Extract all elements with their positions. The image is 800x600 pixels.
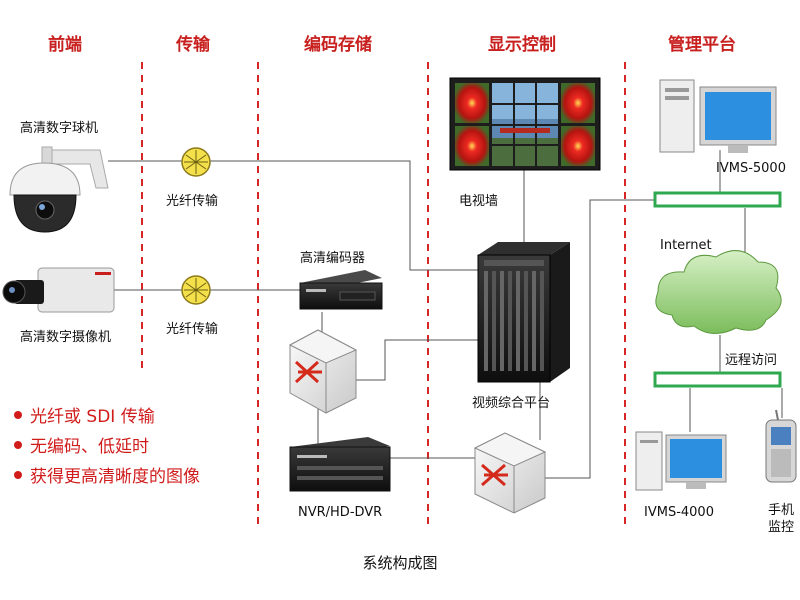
lan-bar-bottom — [653, 371, 782, 388]
label-hd-dome-camera: 高清数字球机 — [20, 121, 99, 136]
column-header-display-control: 显示控制 — [488, 35, 556, 55]
hd-encoder-icon — [299, 270, 383, 310]
label-ivms4000: IVMS-4000 — [644, 505, 714, 520]
column-header-frontend: 前端 — [48, 35, 82, 55]
ivms4000-workstation-icon — [635, 431, 727, 491]
box-camera-icon — [2, 267, 115, 313]
switch-icon-1 — [288, 329, 358, 414]
column-header-management: 管理平台 — [668, 35, 736, 55]
label-ivms5000: IVMS-5000 — [716, 161, 786, 176]
bullet-icon — [14, 411, 22, 419]
figure-caption: 系统构成图 — [362, 554, 438, 572]
fiber-node-icon-1 — [181, 147, 211, 177]
feature-item-3: 获得更高清晰度的图像 — [14, 462, 200, 487]
feature-item-1: 光纤或 SDI 传输 — [14, 402, 155, 427]
bullet-icon — [14, 471, 22, 479]
label-mobile-line1: 手机 — [768, 503, 795, 518]
video-wall-icon — [449, 77, 601, 171]
feature-item-2: 无编码、低延时 — [14, 432, 149, 457]
ivms5000-workstation-icon — [659, 79, 777, 153]
feature-text: 无编码、低延时 — [30, 437, 149, 457]
column-header-encode-storage: 编码存储 — [304, 35, 372, 55]
fiber-node-icon-2 — [181, 275, 211, 305]
switch-icon-2 — [473, 432, 547, 514]
link-switch2-to-lan — [545, 199, 655, 479]
label-video-wall: 电视墙 — [459, 194, 499, 209]
bullet-icon — [14, 441, 22, 449]
link-switch1-to-platform — [355, 339, 478, 381]
nvr-icon — [289, 437, 391, 492]
label-hd-box-camera: 高清数字摄像机 — [20, 330, 112, 345]
label-mobile-line2: 监控 — [768, 520, 795, 535]
internet-cloud-icon — [655, 250, 782, 334]
label-remote-access: 远程访问 — [725, 353, 778, 368]
label-hd-encoder: 高清编码器 — [300, 251, 366, 266]
label-fiber-2: 光纤传输 — [166, 322, 219, 337]
connection-lines — [108, 150, 783, 479]
feature-text: 光纤或 SDI 传输 — [30, 407, 155, 427]
feature-text: 获得更高清晰度的图像 — [30, 467, 200, 487]
dome-camera-icon — [9, 146, 109, 233]
mobile-phone-icon — [765, 409, 797, 483]
video-platform-icon — [477, 242, 570, 383]
label-fiber-1: 光纤传输 — [166, 194, 219, 209]
link-dome-to-platform — [108, 160, 478, 271]
lan-bar-top — [653, 191, 782, 208]
label-nvr: NVR/HD-DVR — [298, 505, 383, 520]
column-header-transmission: 传输 — [176, 35, 210, 55]
label-video-platform: 视频综合平台 — [472, 396, 551, 411]
label-internet: Internet — [660, 238, 712, 253]
